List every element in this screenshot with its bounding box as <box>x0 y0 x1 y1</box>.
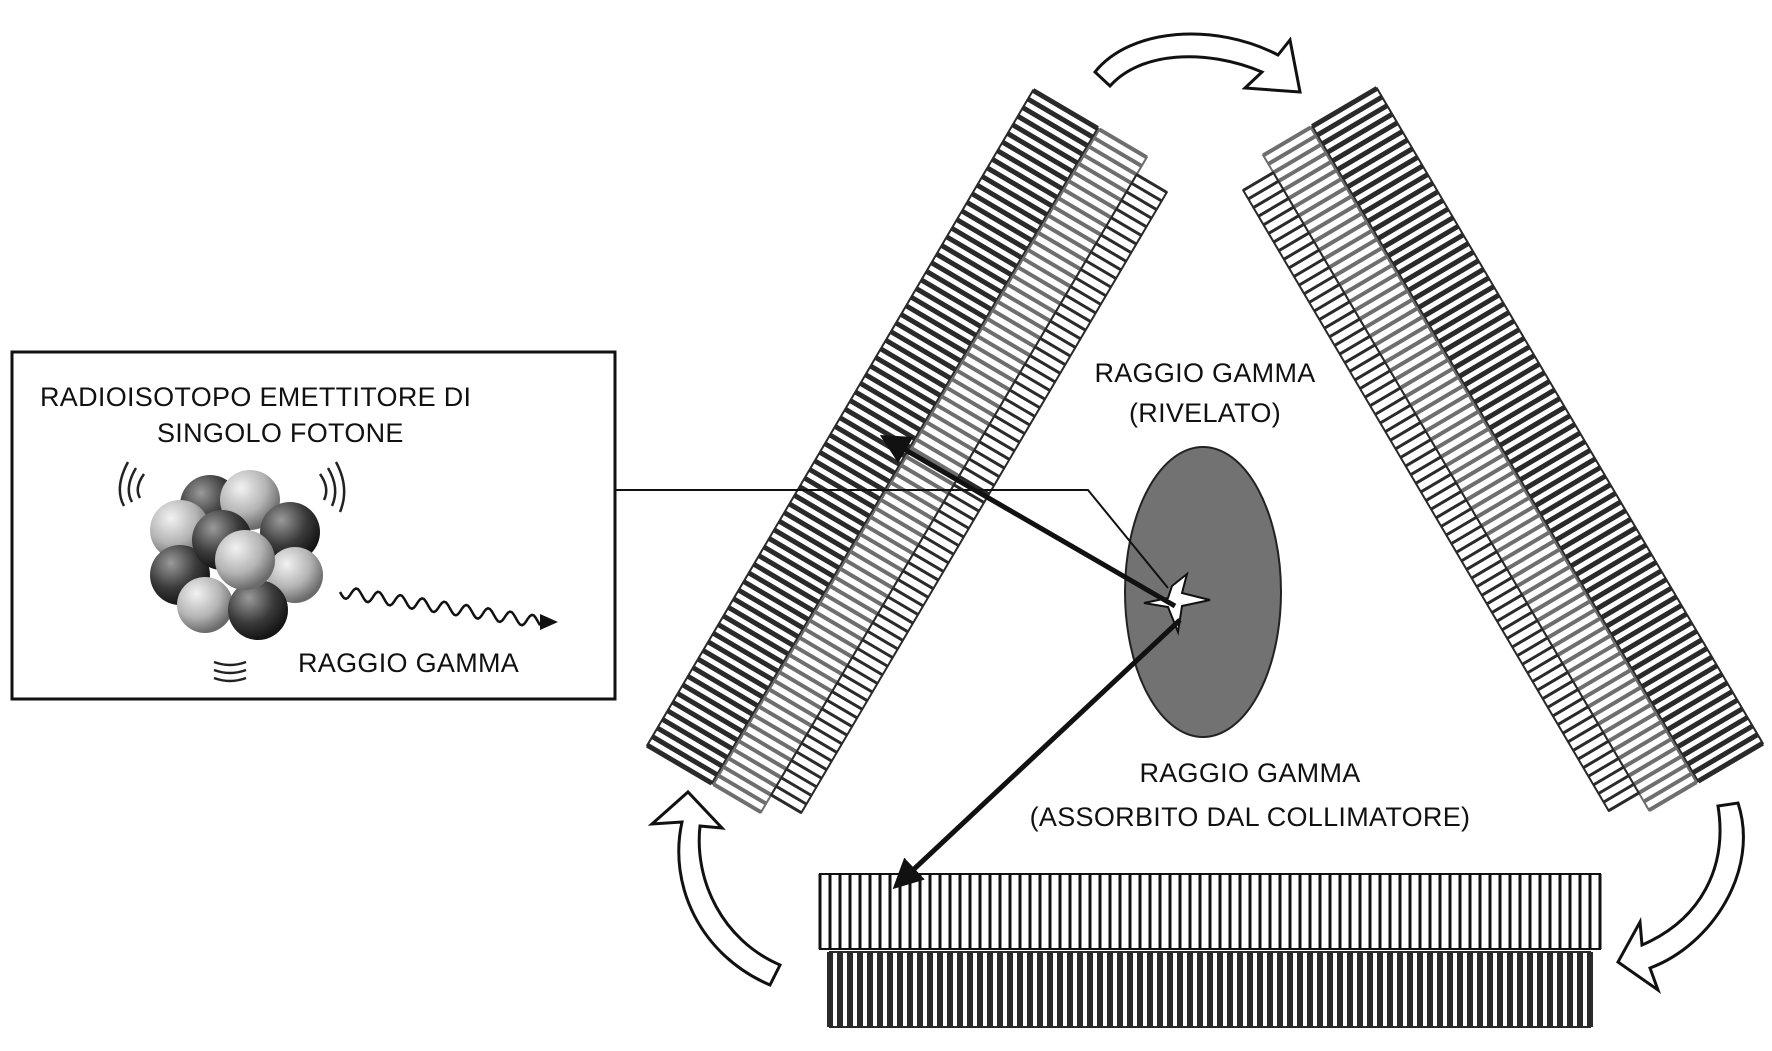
detector-crystal <box>1310 86 1765 784</box>
detected-ray-label-line2: (RIVELATO) <box>1129 398 1281 428</box>
gamma-ray-detected-arrow <box>879 434 1177 609</box>
emission-star-icon <box>1143 571 1211 636</box>
gamma-ray-absorbed-arrow <box>892 618 1182 890</box>
nucleus-icon <box>150 470 323 640</box>
gamma-wave-icon <box>338 587 542 627</box>
radioisotope-inset: RADIOISOTOPO EMETTITORE DI SINGOLO FOTON… <box>10 350 617 701</box>
collimator <box>818 873 1602 950</box>
vibration-marks-icon <box>118 461 346 683</box>
gamma-wave-arrowhead-icon <box>540 614 558 630</box>
detector-head-left <box>645 88 1169 815</box>
collimator-septa <box>769 173 1169 815</box>
inset-title-line2: SINGOLO FOTONE <box>157 418 404 448</box>
collimator-septa <box>1241 171 1641 813</box>
detector-head-bottom <box>818 873 1602 1028</box>
inset-title-line1: RADIOISOTOPO EMETTITORE DI <box>40 382 471 412</box>
leader-line <box>612 489 1169 589</box>
detected-ray-label-line1: RAGGIO GAMMA <box>1094 358 1315 388</box>
inset-ray-label: RAGGIO GAMMA <box>298 648 519 678</box>
absorbed-ray-label-line2: (ASSORBITO DAL COLLIMATORE) <box>1030 802 1471 832</box>
patient-ellipse <box>1124 446 1282 738</box>
detector-crystal <box>827 951 1593 1028</box>
absorbed-ray-label-line1: RAGGIO GAMMA <box>1139 758 1360 788</box>
collimator <box>712 127 1149 814</box>
detector-head-right <box>1241 86 1765 813</box>
collimator <box>1261 125 1698 812</box>
rotation-arrow-top-icon <box>1092 32 1302 94</box>
rotation-arrow-right-icon <box>1616 801 1745 994</box>
rotation-arrow-left-icon <box>647 789 783 987</box>
